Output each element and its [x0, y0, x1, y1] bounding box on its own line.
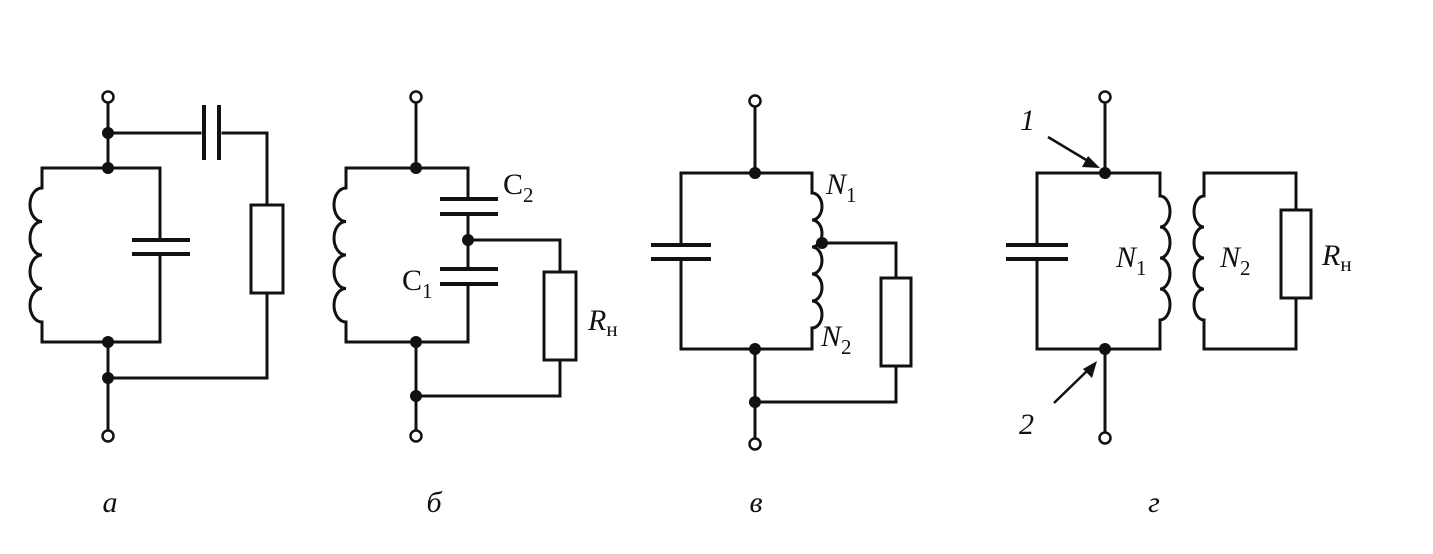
tapped-inductor-icon — [811, 191, 824, 330]
caption-v: в — [749, 486, 762, 519]
terminal-icon — [409, 90, 423, 104]
label-n2: N2 — [1219, 241, 1251, 280]
label-c2: C2 — [503, 168, 534, 207]
circuit-a: а — [28, 90, 285, 519]
label-point-2: 2 — [1019, 408, 1034, 441]
inductor-icon — [28, 186, 43, 324]
circuit-g: 1 2 N1 N2 Rн г — [1006, 90, 1352, 519]
label-n1: N1 — [825, 168, 857, 207]
terminal-icon — [409, 429, 423, 443]
arrow-icon — [1047, 135, 1089, 163]
terminal-icon — [1098, 431, 1112, 445]
label-rload: Rн — [587, 304, 618, 341]
terminal-icon — [748, 94, 762, 108]
caption-b: б — [426, 486, 442, 519]
terminal-icon — [1098, 90, 1112, 104]
secondary-coil-icon — [1192, 194, 1205, 322]
terminal-icon — [101, 90, 115, 104]
circuit-v: N1 N2 в — [651, 94, 913, 519]
inductor-icon — [332, 186, 347, 324]
caption-a: а — [103, 486, 118, 519]
resistor-icon — [879, 276, 913, 368]
terminal-icon — [101, 429, 115, 443]
primary-coil-icon — [1159, 194, 1172, 322]
caption-g: г — [1148, 486, 1160, 519]
label-point-1: 1 — [1020, 104, 1035, 137]
label-c1: C1 — [402, 264, 433, 303]
resistor-icon — [1279, 208, 1313, 300]
label-n2: N2 — [820, 320, 852, 359]
label-rload: Rн — [1321, 239, 1352, 276]
label-n1: N1 — [1115, 241, 1147, 280]
resistor-icon — [249, 203, 285, 295]
terminal-icon — [748, 437, 762, 451]
resistor-icon — [542, 270, 578, 362]
circuit-b: C2 C1 Rн б — [332, 90, 618, 519]
arrow-icon — [1053, 369, 1089, 404]
